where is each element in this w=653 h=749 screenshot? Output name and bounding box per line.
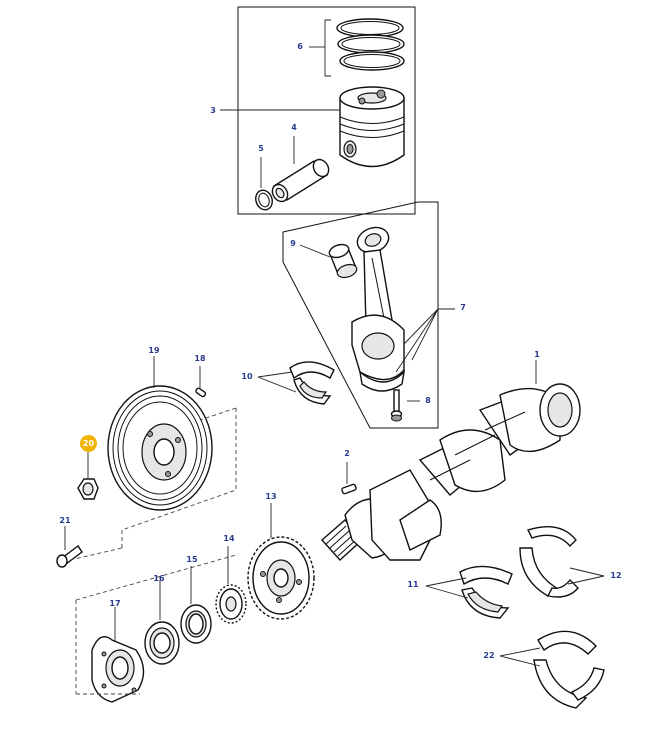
piston[interactable] xyxy=(339,86,405,168)
oil-pump-gear[interactable] xyxy=(215,584,247,624)
pulley-nut[interactable] xyxy=(77,478,99,500)
rod-bolt[interactable] xyxy=(390,389,403,422)
con-rod-bearing-shells[interactable] xyxy=(289,361,335,405)
main-bearing-shells[interactable] xyxy=(459,565,513,619)
callout-22[interactable]: 22 xyxy=(483,651,495,660)
callout-9[interactable]: 9 xyxy=(290,239,296,248)
thrust-washers-lower[interactable] xyxy=(533,630,605,709)
crankshaft-pulley[interactable] xyxy=(107,385,213,511)
callout-8[interactable]: 8 xyxy=(425,396,431,405)
callout-1[interactable]: 1 xyxy=(534,350,540,359)
piston-rings[interactable] xyxy=(336,18,405,71)
callout-11[interactable]: 11 xyxy=(407,580,419,589)
piston-group-frame xyxy=(237,6,416,215)
pulley-bolt[interactable] xyxy=(56,544,83,568)
con-rod-group-frame xyxy=(282,201,439,429)
connecting-rod[interactable] xyxy=(351,223,406,392)
callout-16[interactable]: 16 xyxy=(153,574,165,583)
callout-10[interactable]: 10 xyxy=(241,372,253,381)
piston-pin[interactable] xyxy=(269,157,331,205)
rings-bracket xyxy=(324,19,331,77)
callout-3[interactable]: 3 xyxy=(210,106,216,115)
seal-ring[interactable] xyxy=(180,604,212,644)
thrust-washers[interactable] xyxy=(519,526,579,598)
oil-seal[interactable] xyxy=(144,621,180,665)
crankshaft-gear[interactable] xyxy=(247,536,315,620)
assembly-outline-lower xyxy=(75,554,237,695)
crankshaft[interactable] xyxy=(321,380,585,561)
callout-12[interactable]: 12 xyxy=(610,571,622,580)
callout-21[interactable]: 21 xyxy=(59,516,71,525)
callout-20[interactable]: 20 xyxy=(80,435,97,452)
callout-15[interactable]: 15 xyxy=(186,555,198,564)
callout-19[interactable]: 19 xyxy=(148,346,160,355)
callout-18[interactable]: 18 xyxy=(194,354,206,363)
callout-6[interactable]: 6 xyxy=(297,42,303,51)
small-end-bushing[interactable] xyxy=(328,242,359,280)
hub-flange[interactable] xyxy=(91,636,145,703)
dowel-pin[interactable] xyxy=(195,387,207,398)
callout-13[interactable]: 13 xyxy=(265,492,277,501)
leader-lines xyxy=(64,46,605,667)
callout-2[interactable]: 2 xyxy=(344,449,350,458)
circlip[interactable] xyxy=(253,188,275,212)
callout-14[interactable]: 14 xyxy=(223,534,235,543)
callout-17[interactable]: 17 xyxy=(109,599,121,608)
callout-4[interactable]: 4 xyxy=(291,123,297,132)
woodruff-key[interactable] xyxy=(341,483,357,495)
callout-5[interactable]: 5 xyxy=(258,144,264,153)
callout-7[interactable]: 7 xyxy=(460,303,466,312)
